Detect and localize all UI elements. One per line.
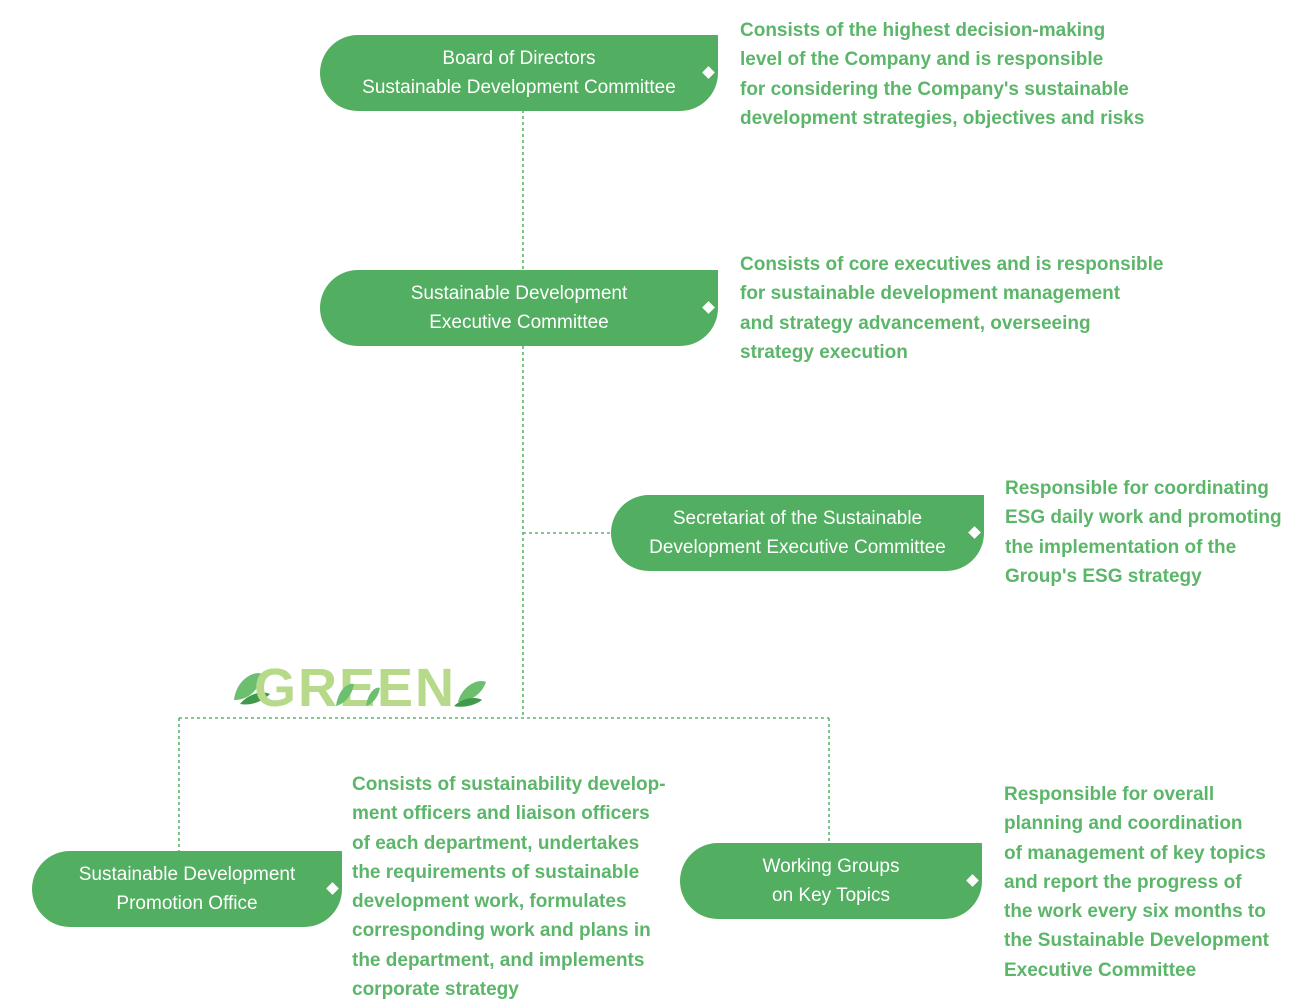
node-executive-committee: Sustainable Development Executive Commit… xyxy=(320,270,718,346)
node-board-sustainable-development-committee: Board of Directors Sustainable Developme… xyxy=(320,35,718,111)
diamond-icon xyxy=(702,66,715,79)
node-executive-label: Sustainable Development Executive Commit… xyxy=(410,283,628,333)
leaf-icon xyxy=(336,680,486,707)
diamond-icon xyxy=(966,874,979,887)
node-working-label: Working Groups on Key Topics xyxy=(762,856,900,906)
node-promotion-office: Sustainable Development Promotion Office xyxy=(32,851,342,927)
description-board: Consists of the highest decision-making … xyxy=(740,20,1145,129)
description-working: Responsible for overall planning and coo… xyxy=(1004,784,1270,981)
diamond-icon xyxy=(326,882,339,895)
description-executive: Consists of core executives and is respo… xyxy=(740,254,1164,363)
green-logo-decoration: GREEN xyxy=(234,658,486,716)
green-word: GREEN xyxy=(254,658,456,716)
node-working-groups: Working Groups on Key Topics xyxy=(680,843,982,919)
diamond-icon xyxy=(702,301,715,314)
description-secretariat: Responsible for coordinating ESG daily w… xyxy=(1005,478,1282,587)
diamond-icon xyxy=(968,526,981,539)
node-board-label: Board of Directors Sustainable Developme… xyxy=(362,48,676,98)
node-secretariat: Secretariat of the Sustainable Developme… xyxy=(611,495,984,571)
leaf-icon xyxy=(234,673,270,705)
description-promotion: Consists of sustainability develop- ment… xyxy=(352,774,666,1001)
node-promotion-label: Sustainable Development Promotion Office xyxy=(78,864,296,914)
node-secretariat-label: Secretariat of the Sustainable Developme… xyxy=(649,508,946,558)
